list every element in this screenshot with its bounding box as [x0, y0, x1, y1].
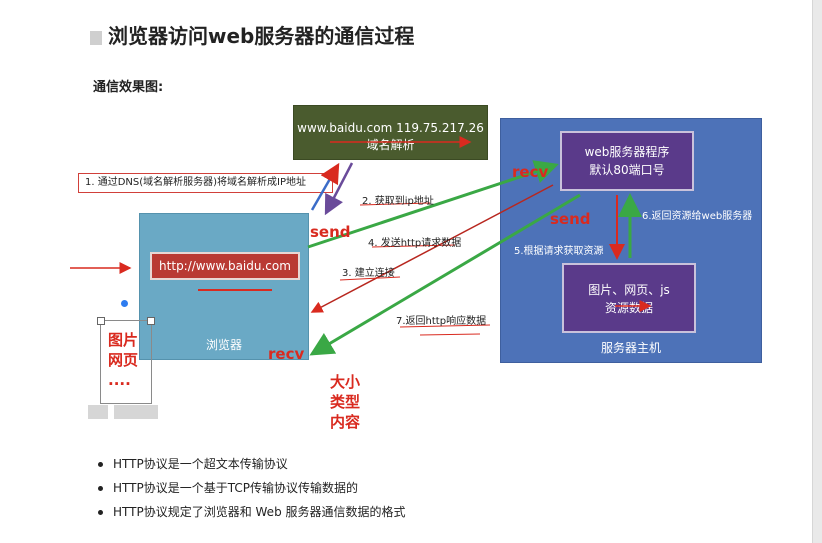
- step3-note: 3. 建立连接: [342, 268, 395, 279]
- web-server-program-box: web服务器程序 默认80端口号: [560, 131, 694, 191]
- heading-number-blur: [90, 30, 102, 45]
- annotation-type: 类型: [330, 393, 361, 411]
- bullet-item: HTTP协议是一个基于TCP传输协议传输数据的: [98, 480, 406, 504]
- step7-note: 7.返回http响应数据: [396, 316, 487, 327]
- server-host-label: 服务器主机: [600, 341, 661, 355]
- annotation-webpages: 网页: [108, 351, 139, 369]
- bullet-item: HTTP协议规定了浏览器和 Web 服务器通信数据的格式: [98, 504, 406, 528]
- bullet-dot-icon: [98, 462, 103, 467]
- step1-dns-note: 1. 通过DNS(域名解析服务器)将域名解析成IP地址: [78, 173, 333, 193]
- send-label-left: send: [310, 223, 351, 241]
- resource-line1: 图片、网页、js: [588, 283, 670, 297]
- selection-box[interactable]: [100, 320, 152, 404]
- blurred-text-1: [88, 405, 108, 419]
- annotation-content: 内容: [330, 413, 361, 431]
- web-program-line2: 默认80端口号: [589, 163, 665, 177]
- send-request-arrow: [307, 160, 559, 249]
- recv-label-top: recv: [512, 163, 549, 181]
- resize-handle-top-left[interactable]: [97, 317, 105, 325]
- page-edge: [812, 0, 822, 543]
- page-title: 浏览器访问web服务器的通信过程: [90, 20, 414, 49]
- send-label-right: send: [550, 210, 591, 228]
- step3-underline: [339, 276, 401, 281]
- step6-note: 6.返回资源给web服务器: [642, 211, 753, 222]
- step2-arrow: [324, 162, 354, 216]
- step5-note: 5.根据请求获取资源: [514, 246, 604, 257]
- annotation-images: 图片: [108, 331, 139, 349]
- step7-underline: [399, 324, 491, 328]
- browser-label: 浏览器: [205, 338, 242, 352]
- web-program-line1: web服务器程序: [584, 145, 670, 159]
- connect-arrow: [310, 184, 554, 313]
- step2-underline: [359, 202, 431, 206]
- bullet-list: HTTP协议是一个超文本传输协议 HTTP协议是一个基于TCP传输协议传输数据的…: [98, 456, 406, 528]
- annotation-size: 大小: [330, 373, 361, 391]
- rotate-handle-dot[interactable]: [121, 300, 128, 307]
- recv-label-bottom: recv: [268, 345, 305, 363]
- section-subtitle: 通信效果图:: [93, 80, 164, 95]
- browser-box: 浏览器: [139, 213, 309, 360]
- dns-address-text: www.baidu.com 119.75.217.26: [297, 121, 484, 135]
- resource-data-box: 图片、网页、js 资源数据: [562, 263, 696, 333]
- step2-note: 2. 获取到ip地址: [362, 196, 434, 207]
- url-box: http://www.baidu.com: [150, 252, 300, 280]
- bullet-dot-icon: [98, 510, 103, 515]
- annotation-ellipsis: ....: [108, 371, 131, 389]
- blurred-text-2: [114, 405, 158, 419]
- resize-handle-top-right[interactable]: [147, 317, 155, 325]
- bottom-annotation-stack: 大小 类型 内容: [330, 372, 360, 432]
- step4-underline: [371, 244, 456, 248]
- bullet-dot-icon: [98, 486, 103, 491]
- step1-arrow: [310, 162, 340, 211]
- left-annotation-stack: 图片 网页 ....: [108, 330, 138, 390]
- step7-underline-2: [419, 333, 481, 336]
- bullet-item: HTTP协议是一个超文本传输协议: [98, 456, 406, 480]
- step4-note: 4. 发送http请求数据: [368, 238, 462, 249]
- response-arrow: [309, 193, 581, 356]
